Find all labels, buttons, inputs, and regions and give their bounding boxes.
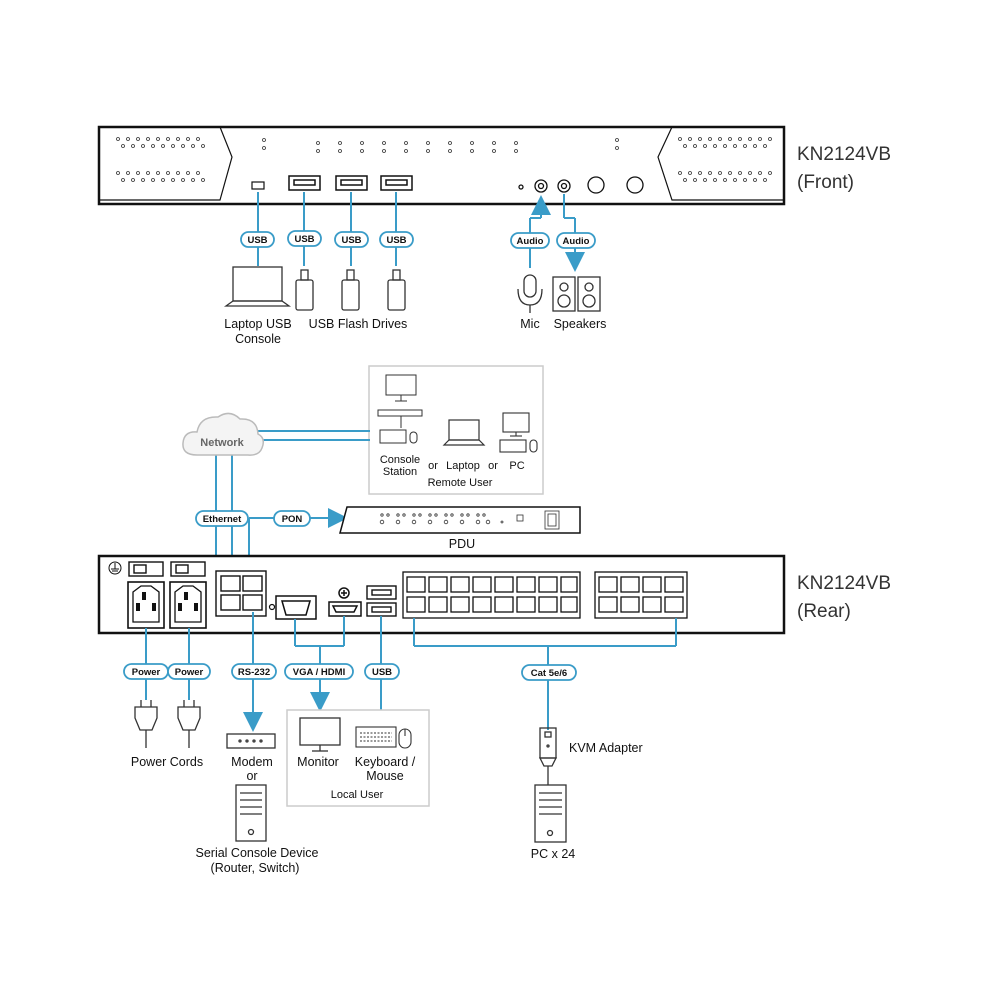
speakers-icon <box>552 276 601 312</box>
serial-console-label-2: (Router, Switch) <box>211 861 300 875</box>
audio-pill-mic: Audio <box>510 232 550 249</box>
front-cables <box>257 192 585 272</box>
monitor-icon <box>299 717 341 752</box>
ground-icon <box>108 561 122 575</box>
svg-text:Audio: Audio <box>563 236 590 247</box>
pon-pill: PON <box>273 510 311 527</box>
pdu-device <box>339 506 581 534</box>
power-cords-label: Power Cords <box>131 755 203 769</box>
pc-x24-label: PC x 24 <box>531 847 576 861</box>
modem-label: Modem <box>231 755 273 769</box>
svg-text:Audio: Audio <box>517 236 544 247</box>
modem-icon <box>226 733 276 749</box>
front-audio-jacks <box>518 176 644 194</box>
serial-console-label-1: Serial Console Device <box>196 846 319 860</box>
svg-text:USB: USB <box>386 235 406 246</box>
local-user-box <box>286 709 430 807</box>
svg-text:USB: USB <box>341 235 361 246</box>
svg-text:VGA / HDMI: VGA / HDMI <box>293 667 345 678</box>
rear-model-label: KN2124VB <box>797 573 891 594</box>
laptop-usb-label: Laptop USB <box>224 317 291 331</box>
network-cloud-icon: Network <box>182 412 265 456</box>
rear-side-label: (Rear) <box>797 601 851 622</box>
svg-text:Cat 5e/6: Cat 5e/6 <box>531 668 567 679</box>
keyboard-label-1: Keyboard / <box>355 755 416 769</box>
or-label-1: or <box>428 460 438 472</box>
svg-text:USB: USB <box>294 234 314 245</box>
keyboard-mouse-icon <box>355 726 412 749</box>
svg-text:Power: Power <box>132 667 161 678</box>
rear-panel <box>97 554 786 635</box>
svg-text:USB: USB <box>247 235 267 246</box>
usb-flash-label: USB Flash Drives <box>309 317 408 331</box>
laptop-label: Laptop <box>446 460 480 472</box>
console-station-icon <box>377 374 423 444</box>
rear-usb-ports <box>366 585 397 617</box>
kvm-adapter-icon <box>538 727 558 785</box>
power-inlets <box>127 581 207 629</box>
pdu-label: PDU <box>449 537 475 551</box>
console-label: Console <box>235 332 281 346</box>
front-mini-usb-port <box>251 181 265 190</box>
svg-text:USB: USB <box>372 667 392 678</box>
front-side-label: (Front) <box>797 172 854 193</box>
front-vent-left-top <box>116 137 205 148</box>
mic-label: Mic <box>520 317 539 331</box>
usb-pill-laptop: USB <box>240 231 275 248</box>
front-vent-right-top <box>678 137 772 148</box>
power-pill-2: Power <box>167 663 211 680</box>
svg-text:Power: Power <box>175 667 204 678</box>
power-cord-icon <box>134 700 201 748</box>
local-user-label: Local User <box>331 789 384 801</box>
mic-icon <box>517 274 543 313</box>
pc-label: PC <box>509 460 524 472</box>
svg-text:Ethernet: Ethernet <box>203 514 242 525</box>
lan-serial-ports <box>215 570 267 617</box>
speakers-label: Speakers <box>554 317 607 331</box>
front-model-label: KN2124VB <box>797 144 891 165</box>
kvm-adapter-label: KVM Adapter <box>569 741 643 755</box>
ethernet-pill: Ethernet <box>195 510 249 527</box>
vga-hdmi-pill: VGA / HDMI <box>284 663 354 680</box>
remote-user-box <box>368 365 544 495</box>
or-label-2: or <box>488 460 498 472</box>
kvm-ports-bank-2 <box>594 571 688 619</box>
serial-console-device-icon <box>235 784 267 842</box>
laptop-icon <box>223 266 292 307</box>
usb-pill-flash-3: USB <box>379 231 414 248</box>
rs232-pill: RS-232 <box>231 663 277 680</box>
audio-pill-speakers: Audio <box>556 232 596 249</box>
power-switches <box>128 561 206 577</box>
power-pill-1: Power <box>123 663 169 680</box>
kvm-ports-bank-1 <box>402 571 581 619</box>
remote-pc-icon <box>499 412 538 453</box>
remote-laptop-icon <box>442 419 486 446</box>
front-vent-right-bottom <box>678 171 772 182</box>
network-label: Network <box>200 437 244 449</box>
monitor-label: Monitor <box>297 755 339 769</box>
svg-text:PON: PON <box>282 514 303 525</box>
console-station-label-1: Console <box>380 454 420 466</box>
keyboard-label-2: Mouse <box>366 769 404 783</box>
front-panel <box>97 125 786 206</box>
usb-pill-rear: USB <box>364 663 400 680</box>
front-led-row <box>262 138 619 153</box>
usb-pill-flash-2: USB <box>334 231 369 248</box>
usb-flash-drive-icon <box>295 269 406 311</box>
usb-pill-flash-1: USB <box>287 230 322 247</box>
front-usb-ports <box>288 175 413 191</box>
pc-tower-icon <box>534 784 567 843</box>
svg-text:RS-232: RS-232 <box>238 667 270 678</box>
console-station-label-2: Station <box>383 466 417 478</box>
remote-user-label: Remote User <box>428 477 493 489</box>
front-vent-left-bottom <box>116 171 205 182</box>
or-label-3: or <box>246 769 257 783</box>
cat-pill: Cat 5e/6 <box>521 664 577 681</box>
